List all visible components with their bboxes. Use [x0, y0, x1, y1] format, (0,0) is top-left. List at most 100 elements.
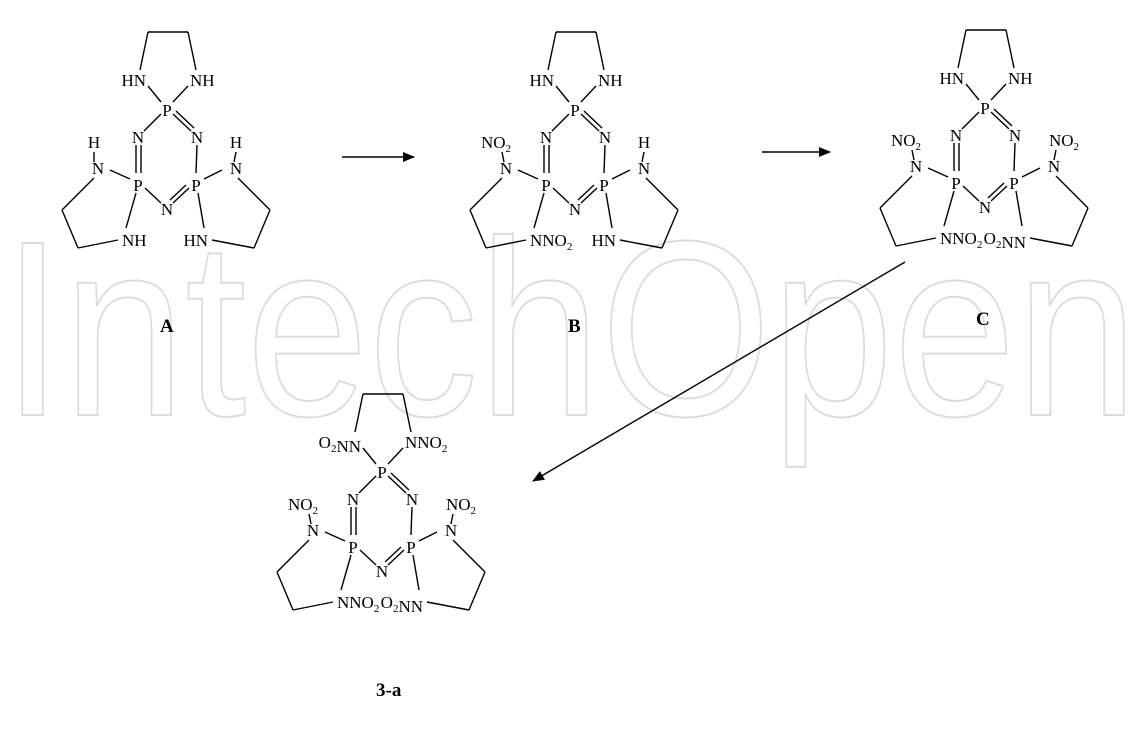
- bond: [965, 83, 980, 101]
- bond: [619, 239, 663, 249]
- bond: [387, 447, 404, 465]
- bond: [911, 149, 915, 161]
- bond: [577, 184, 595, 201]
- bond: [450, 513, 454, 525]
- bond: [402, 393, 412, 433]
- ring-nitrogen-label: NH: [122, 231, 147, 250]
- bond: [172, 85, 189, 103]
- bond: [195, 144, 198, 174]
- bond: [276, 539, 310, 573]
- ring-nitrogen-label: HN: [529, 71, 554, 90]
- bond: [551, 113, 570, 132]
- phosphorus-atom: P: [162, 101, 171, 120]
- bond: [961, 111, 980, 130]
- ring-nitrogen-label: N: [230, 159, 242, 178]
- nitrogen-atom: N: [540, 128, 552, 147]
- bond: [384, 546, 402, 563]
- bond: [324, 531, 346, 542]
- bond: [172, 187, 190, 204]
- hydrogen-label: H: [88, 133, 100, 152]
- nitro-group-label: NO2: [288, 495, 318, 517]
- bond: [203, 169, 223, 180]
- bond: [237, 177, 271, 211]
- ring-nitrogen-label: HN: [591, 231, 616, 250]
- ring-nitrogen-label: N: [307, 521, 319, 540]
- bond: [501, 151, 505, 163]
- bond: [927, 167, 949, 178]
- ring-nitrogen-label: HN: [121, 71, 146, 90]
- caption-a: A: [160, 316, 174, 337]
- bond: [139, 31, 149, 71]
- bond: [426, 601, 470, 611]
- bond: [1015, 190, 1023, 227]
- ring-nitrogen-label: N: [638, 159, 650, 178]
- phosphorus-atom: P: [541, 176, 550, 195]
- bond: [292, 601, 334, 611]
- ring-nitrogen-label: NNO2: [940, 229, 982, 251]
- bond: [1013, 142, 1016, 172]
- bond: [583, 110, 603, 129]
- caption-c: C: [976, 309, 990, 330]
- ring-nitrogen-label: NH: [190, 71, 215, 90]
- bond: [990, 83, 1007, 101]
- bond: [552, 187, 570, 204]
- bond: [990, 111, 1010, 130]
- nitrogen-atom: N: [406, 490, 418, 509]
- ring-nitrogen-label: HN: [939, 69, 964, 88]
- bond: [211, 239, 255, 249]
- bond: [358, 475, 377, 494]
- bond: [533, 192, 545, 229]
- bond: [990, 185, 1008, 202]
- bond: [895, 237, 937, 247]
- bond: [418, 531, 438, 542]
- bond: [1005, 29, 1015, 69]
- bond: [308, 513, 312, 525]
- bond: [595, 31, 605, 71]
- bond: [603, 144, 606, 174]
- nitro-group-label: NO2: [446, 495, 476, 517]
- bond: [143, 113, 162, 132]
- ring-nitrogen-label: N: [910, 157, 922, 176]
- bond: [1071, 207, 1089, 247]
- bond: [276, 571, 294, 611]
- bond: [61, 177, 95, 211]
- ring-nitrogen-label: N: [92, 159, 104, 178]
- nitrogen-atom: N: [347, 490, 359, 509]
- phosphorus-atom: P: [570, 101, 579, 120]
- bond: [957, 29, 967, 69]
- nitrogen-atom: N: [161, 200, 173, 219]
- bond: [611, 169, 631, 180]
- bond: [580, 113, 600, 132]
- bond: [359, 549, 377, 566]
- bond: [547, 31, 557, 71]
- bond: [197, 192, 205, 229]
- phosphorus-atom: P: [133, 176, 142, 195]
- ring-nitrogen-label: O2NN: [381, 593, 423, 616]
- nitro-group-label: NO2: [1049, 131, 1079, 153]
- phosphorus-atom: P: [348, 538, 357, 557]
- bond: [77, 239, 119, 249]
- bond: [452, 539, 486, 573]
- ring-nitrogen-label: O2NN: [319, 433, 361, 456]
- nitrogen-atom: N: [376, 562, 388, 581]
- caption-b: B: [568, 316, 581, 337]
- bond: [233, 151, 237, 163]
- bond: [943, 190, 955, 227]
- bond: [253, 209, 271, 249]
- bond: [412, 554, 420, 591]
- phosphorus-atom: P: [377, 463, 386, 482]
- bond: [125, 192, 137, 229]
- nitrogen-atom: N: [950, 126, 962, 145]
- bond: [172, 113, 192, 132]
- phosphorus-atom: P: [1009, 174, 1018, 193]
- bond: [147, 85, 162, 103]
- ring-nitrogen-label: N: [500, 159, 512, 178]
- bond: [390, 472, 410, 491]
- nitrogen-atom: N: [569, 200, 581, 219]
- phosphorus-atom: P: [599, 176, 608, 195]
- arrow-c-to-3a: [532, 261, 906, 482]
- bond: [387, 549, 405, 566]
- bond: [517, 169, 539, 180]
